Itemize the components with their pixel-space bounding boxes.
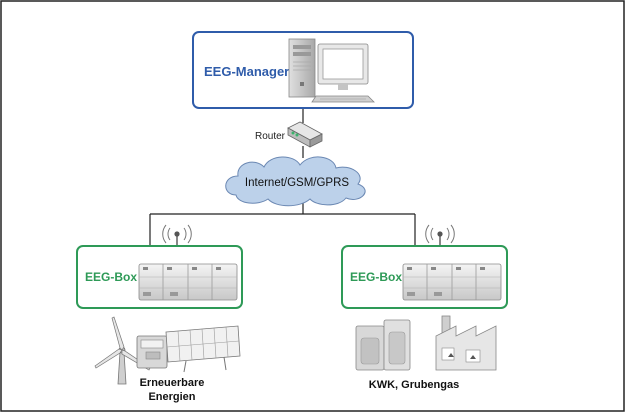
renewable-energy-illustration: Erneuerbare Energien <box>94 316 241 403</box>
din-rail-device-right-icon <box>402 263 502 301</box>
cloud-icon <box>225 156 366 207</box>
renewables-label-line1: Erneuerbare <box>140 377 205 389</box>
connection-lines <box>149 108 416 246</box>
router-node: Router <box>255 121 323 148</box>
kwk-illustration: KWK, Grubengas <box>355 315 497 391</box>
eeg-manager-label: EEG-Manager <box>204 64 289 79</box>
eeg-box-left-node: EEG-Box <box>76 245 243 309</box>
eeg-manager-node: EEG-Manager <box>192 31 414 109</box>
router-label: Router <box>255 131 286 142</box>
din-rail-device-left-icon <box>138 263 238 301</box>
kwk-label: KWK, Grubengas <box>369 379 459 391</box>
eeg-box-left-label: EEG-Box <box>85 270 137 284</box>
computer-icon <box>288 38 375 103</box>
solar-panel-icon <box>165 325 241 373</box>
renewables-label-line2: Energien <box>148 391 195 403</box>
factory-icon <box>435 315 497 371</box>
eeg-box-right-label: EEG-Box <box>350 270 402 284</box>
network-label: Internet/GSM/GPRS <box>245 177 350 189</box>
eeg-box-right-node: EEG-Box <box>341 245 508 309</box>
generator-cabinet-icon <box>355 319 411 371</box>
energy-meter-icon <box>136 335 168 369</box>
router-icon <box>287 121 323 148</box>
network-cloud: Internet/GSM/GPRS <box>225 156 366 207</box>
